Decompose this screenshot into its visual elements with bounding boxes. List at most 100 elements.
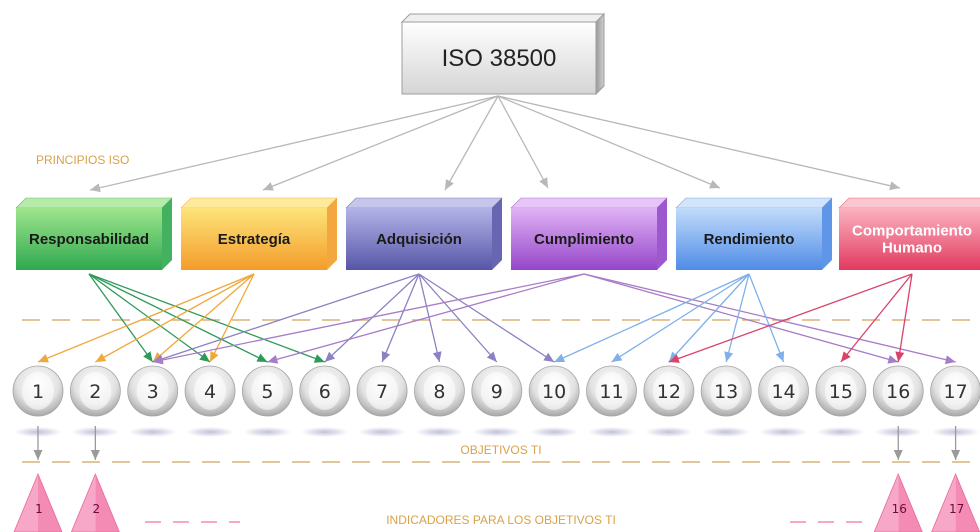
principle-arrow	[89, 95, 499, 191]
link-arrow-responsabilidad-to-3	[88, 273, 154, 363]
objective-sphere-14: 14	[758, 365, 809, 437]
objectives-section-label: OBJETIVOS TI	[460, 443, 541, 457]
link-arrow-comportamiento-to-16-head	[895, 351, 905, 362]
link-arrow-adquisicion-to-9-head	[486, 351, 497, 362]
sphere-shadow	[587, 427, 636, 437]
objective-number: 4	[204, 381, 216, 403]
iso-title: ISO 38500	[442, 45, 557, 72]
sphere-shadow	[702, 427, 751, 437]
sphere-shadow	[300, 427, 349, 437]
objective-number: 16	[886, 381, 910, 403]
objective-number: 3	[147, 381, 159, 403]
sphere-shadow	[128, 427, 177, 437]
principle-box-rendimiento: Rendimiento	[675, 197, 833, 270]
objective-sphere-8: 8	[414, 365, 465, 437]
link-arrow-estrategia-to-1	[37, 273, 255, 363]
link-arrow-responsabilidad-to-5-head	[256, 353, 268, 362]
sphere-shadow	[472, 427, 521, 437]
link-arrow-cumplimiento-to-17	[583, 273, 956, 363]
objective-sphere-13: 13	[700, 365, 752, 437]
link-arrow-cumplimiento-to-16-head	[887, 354, 899, 364]
sphere-shadow	[415, 427, 464, 437]
indicator-number: 17	[949, 502, 964, 516]
link-arrow-estrategia-to-4-head	[210, 351, 219, 362]
link-arrow-responsabilidad-to-6-head	[313, 354, 325, 363]
objective-number: 14	[771, 381, 795, 403]
link-arrow-adquisicion-to-9	[418, 273, 498, 363]
sphere-shadow	[358, 427, 407, 437]
objective-sphere-7: 7	[356, 365, 408, 437]
link-arrow-adquisicion-to-6	[324, 273, 420, 363]
link-arrow-adquisicion-to-10	[418, 273, 555, 363]
objective-sphere-9: 9	[471, 365, 523, 437]
principle-box-responsabilidad: Responsabilidad	[15, 197, 173, 270]
link-arrow-estrategia-to-4	[209, 273, 255, 363]
objective-number: 17	[944, 381, 968, 403]
link-arrow-responsabilidad-to-5	[88, 273, 268, 363]
link-arrow-comportamiento-to-16	[897, 273, 913, 363]
indicator-pyramid-2: 2	[70, 472, 120, 532]
principle-arrow	[497, 95, 901, 189]
link-arrow-responsabilidad-to-3-head	[143, 351, 153, 362]
principle-arrow	[497, 95, 549, 189]
objective-number: 2	[89, 381, 101, 403]
link-arrow-responsabilidad-to-4	[88, 273, 211, 363]
principle-label-cumplimiento: Cumplimiento	[534, 231, 634, 248]
link-arrow-rendimiento-to-12	[668, 273, 750, 363]
principle-arrow-head	[263, 182, 274, 191]
objective-number: 7	[376, 381, 388, 403]
principle-arrow	[262, 95, 499, 191]
principle-arrows	[89, 95, 901, 193]
indicator-arrow-2-head	[90, 450, 100, 460]
sphere-shadow	[816, 427, 865, 437]
principle-arrow-head	[709, 180, 720, 189]
principle-arrow-head	[889, 181, 900, 191]
indicator-pyramid-16: 16	[873, 472, 923, 532]
link-arrow-adquisicion-to-3	[152, 273, 420, 363]
principle-label-responsabilidad: Responsabilidad	[29, 231, 149, 248]
link-arrow-adquisicion-to-8-head	[432, 351, 442, 362]
principle-box-estrategia: Estrategía	[180, 197, 338, 270]
link-arrow-responsabilidad-to-4-head	[199, 352, 211, 362]
link-arrow-rendimiento-to-13-head	[724, 351, 734, 362]
link-arrow-cumplimiento-to-5-head	[267, 354, 279, 364]
objective-number: 5	[261, 381, 273, 403]
link-arrow-comportamiento-to-15	[840, 273, 913, 363]
indicator-number: 2	[93, 502, 101, 516]
objective-number: 8	[433, 381, 445, 403]
link-arrow-adquisicion-to-8	[418, 273, 441, 363]
objective-sphere-6: 6	[299, 365, 351, 437]
principle-arrow-head	[539, 177, 548, 188]
link-arrow-rendimiento-to-10-head	[554, 353, 566, 362]
principle-arrow	[497, 95, 721, 189]
principle-box-cumplimiento: Cumplimiento	[510, 197, 668, 270]
objective-sphere-15: 15	[815, 365, 867, 437]
objective-number: 1	[32, 381, 44, 403]
objective-sphere-3: 3	[127, 365, 179, 437]
link-arrow-cumplimiento-to-3-head	[152, 355, 164, 365]
link-arrow-rendimiento-to-14	[748, 273, 785, 363]
indicator-number: 16	[892, 502, 907, 516]
link-arrow-rendimiento-to-10	[553, 273, 750, 363]
principle-arrow-head	[90, 183, 101, 193]
principle-arrow	[444, 95, 499, 191]
principle-label-comportamiento: Comportamiento	[852, 223, 972, 240]
link-arrow-comportamiento-to-12	[668, 273, 913, 363]
link-arrow-cumplimiento-to-3	[152, 273, 585, 363]
link-arrow-adquisicion-to-6-head	[324, 351, 336, 362]
objective-number: 11	[599, 381, 623, 403]
objective-number: 10	[542, 381, 566, 403]
link-arrow-adquisicion-to-7	[381, 273, 420, 363]
link-arrow-rendimiento-to-14-head	[775, 351, 785, 362]
objective-sphere-17: 17	[930, 365, 980, 437]
objective-sphere-2: 2	[69, 365, 121, 437]
objective-sphere-10: 10	[528, 365, 580, 437]
principle-arrow-head	[445, 179, 454, 190]
objective-number: 12	[657, 381, 681, 403]
objective-sphere-12: 12	[643, 365, 695, 437]
objective-sphere-4: 4	[184, 365, 236, 437]
link-arrow-adquisicion-to-7-head	[381, 351, 391, 362]
